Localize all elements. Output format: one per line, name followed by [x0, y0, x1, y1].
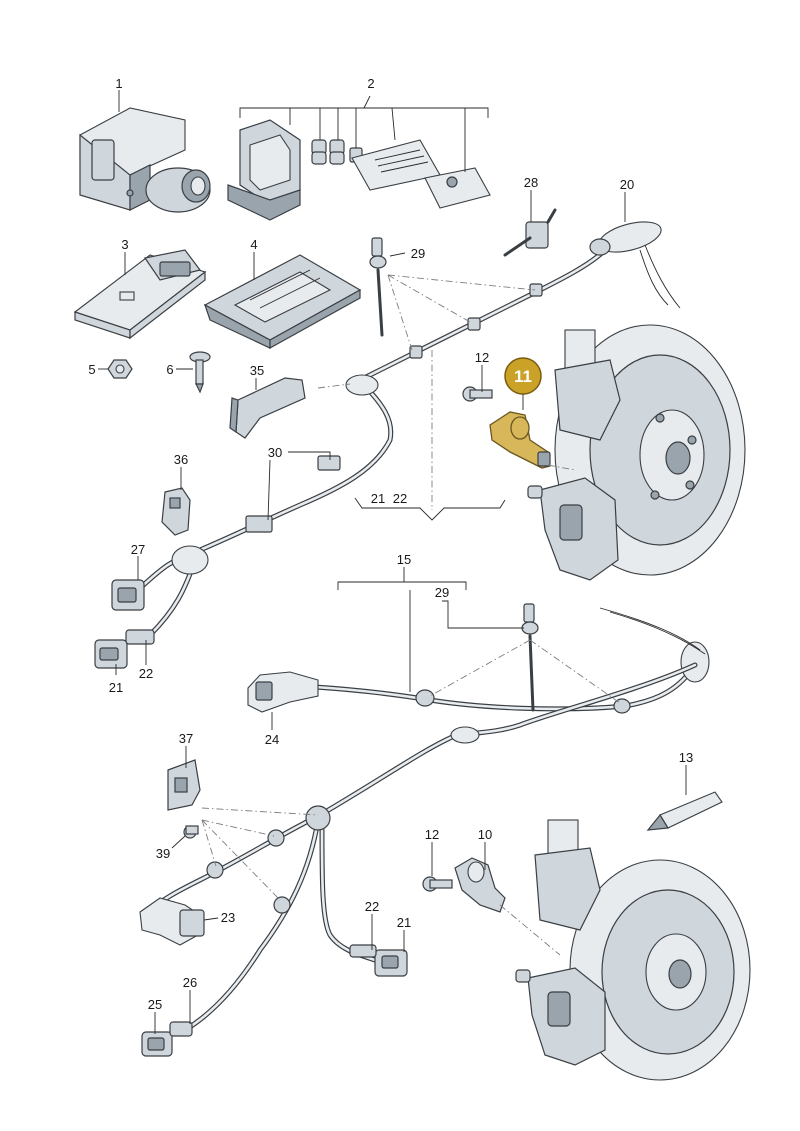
label-24: 24	[265, 732, 279, 747]
lower-harness-main[interactable]	[139, 662, 698, 1057]
label-12-lower: 12	[425, 827, 439, 842]
label-22-upper: 22	[139, 666, 153, 681]
strut-upper	[554, 329, 621, 441]
label-6: 6	[166, 362, 173, 377]
label-27: 27	[131, 542, 145, 557]
wheel-speed-sensor-11[interactable]	[489, 411, 551, 469]
label-13: 13	[679, 750, 693, 765]
speed-sensor-clip-lower[interactable]	[521, 603, 539, 712]
label-21-upper: 21	[109, 680, 123, 695]
label-30: 30	[268, 445, 282, 460]
label-2: 2	[367, 76, 374, 91]
label-35: 35	[250, 363, 264, 378]
label-4: 4	[250, 237, 257, 252]
strut-lower	[534, 819, 601, 931]
screw[interactable]	[189, 351, 211, 394]
label-23: 23	[221, 910, 235, 925]
label-5: 5	[88, 362, 95, 377]
label-37: 37	[179, 731, 193, 746]
label-21-lower: 21	[397, 915, 411, 930]
badge-label-11: 11	[514, 367, 532, 386]
part-11-badge[interactable]: 11	[504, 357, 542, 410]
abs-unit[interactable]	[79, 107, 211, 213]
label-21-middle: 21	[371, 491, 385, 506]
wheel-speed-sensor-10[interactable]	[454, 857, 506, 913]
bolt-39[interactable]	[183, 825, 199, 839]
mounting-bracket[interactable]	[203, 254, 362, 350]
caliper-lower	[515, 967, 606, 1066]
label-29-lower: 29	[435, 585, 449, 600]
label-12-upper: 12	[475, 350, 489, 365]
callout-labels: 1 2 3 4 5 6 35 36 30 27 21 22 28 20 29 1…	[88, 76, 693, 1012]
dash-lines	[201, 274, 621, 956]
cable-holder[interactable]	[161, 487, 191, 536]
lower-harness-24[interactable]	[247, 607, 710, 714]
upper-wiring-harness[interactable]	[94, 216, 681, 669]
label-10: 10	[478, 827, 492, 842]
hex-nut[interactable]	[107, 359, 133, 379]
bolt-12-upper[interactable]	[462, 386, 493, 402]
grease-tube-13[interactable]	[646, 791, 723, 831]
control-unit-kit[interactable]	[227, 119, 491, 221]
label-15: 15	[397, 552, 411, 567]
label-26: 26	[183, 975, 197, 990]
label-25: 25	[148, 997, 162, 1012]
speed-sensor-clip-upper[interactable]	[369, 237, 387, 337]
label-22-middle: 22	[393, 491, 407, 506]
label-29-upper: 29	[411, 246, 425, 261]
bracket-37[interactable]	[167, 759, 201, 811]
brake-disc-lower	[569, 859, 751, 1081]
cable-clip[interactable]	[229, 377, 306, 439]
label-20: 20	[620, 177, 634, 192]
label-39: 39	[156, 846, 170, 861]
caliper-upper	[527, 477, 619, 581]
control-module-plate[interactable]	[73, 249, 207, 340]
sensor-bracket-28[interactable]	[503, 208, 557, 257]
label-22-lower: 22	[365, 899, 379, 914]
label-3: 3	[121, 237, 128, 252]
label-1: 1	[115, 76, 122, 91]
label-36: 36	[174, 452, 188, 467]
label-28: 28	[524, 175, 538, 190]
bolt-12-lower[interactable]	[422, 876, 453, 892]
leader-lines	[98, 90, 687, 1034]
